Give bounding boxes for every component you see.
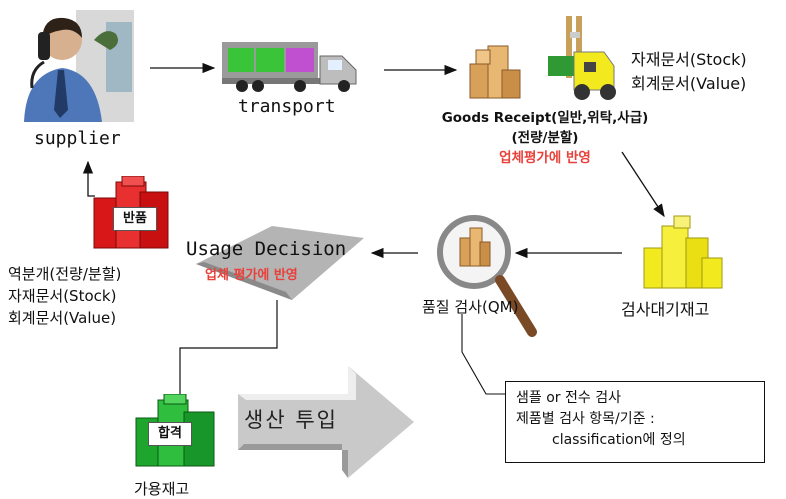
return-reversal: 역분개(전량/분할) <box>8 265 122 283</box>
inspection-note-box: 샘플 or 전수 검사 제품별 검사 항목/기준 : classificatio… <box>505 381 765 463</box>
supplier-person-icon <box>24 10 134 122</box>
return-docs: 역분개(전량/분할) 자재문서(Stock) 회계문서(Value) <box>8 263 121 329</box>
goods-receipt-text: Goods Receipt(일반,위탁,사급) (전량/분할) 업체평가에 반영 <box>420 108 670 168</box>
production-input-arrow <box>238 366 414 478</box>
return-accounting-doc: 회계문서(Value) <box>8 309 117 327</box>
supplier-label: supplier <box>34 128 121 149</box>
goods-receipt-partial: (전량/분할) <box>511 130 579 146</box>
transport-truck-icon <box>222 42 357 92</box>
pass-badge: 합격 <box>148 422 192 446</box>
arrow-receipt-to-stock <box>621 151 665 218</box>
arrow-return-to-supplier <box>82 160 95 197</box>
usage-decision-vendor-eval: 업체 평가에 반영 <box>205 268 298 283</box>
goods-receipt-vendor-eval: 업체평가에 반영 <box>499 150 591 166</box>
line-inspection-to-note <box>461 314 505 395</box>
line-decision-to-pass <box>179 300 278 400</box>
gr-docs: 자재문서(Stock) 회계문서(Value) <box>631 48 747 96</box>
usage-decision-label: Usage Decision <box>186 238 347 260</box>
inspection-note-classification: classification에 정의 <box>552 432 686 448</box>
inspection-stock-label: 검사대기재고 <box>621 300 710 319</box>
inspection-stock-boxes-icon <box>643 215 723 289</box>
usage-decision-arrow <box>196 226 364 300</box>
magnifier-icon <box>437 215 537 337</box>
production-input-label: 생산 투입 <box>244 408 338 432</box>
goods-receipt-boxes-icon <box>469 45 521 99</box>
gr-material-doc: 자재문서(Stock) <box>631 50 747 69</box>
transport-label: transport <box>238 96 336 117</box>
forklift-icon <box>548 16 616 100</box>
return-material-doc: 자재문서(Stock) <box>8 287 117 305</box>
return-badge: 반품 <box>113 207 157 231</box>
available-stock-label: 가용재고 <box>134 480 190 498</box>
gr-accounting-doc: 회계문서(Value) <box>631 74 747 93</box>
quality-inspection-label: 품질 검사(QM) <box>422 298 519 316</box>
inspection-note-sample: 샘플 or 전수 검사 <box>516 390 621 406</box>
inspection-note-items: 제품별 검사 항목/기준 : <box>516 411 655 427</box>
goods-receipt-title: Goods Receipt(일반,위탁,사급) <box>441 110 649 126</box>
